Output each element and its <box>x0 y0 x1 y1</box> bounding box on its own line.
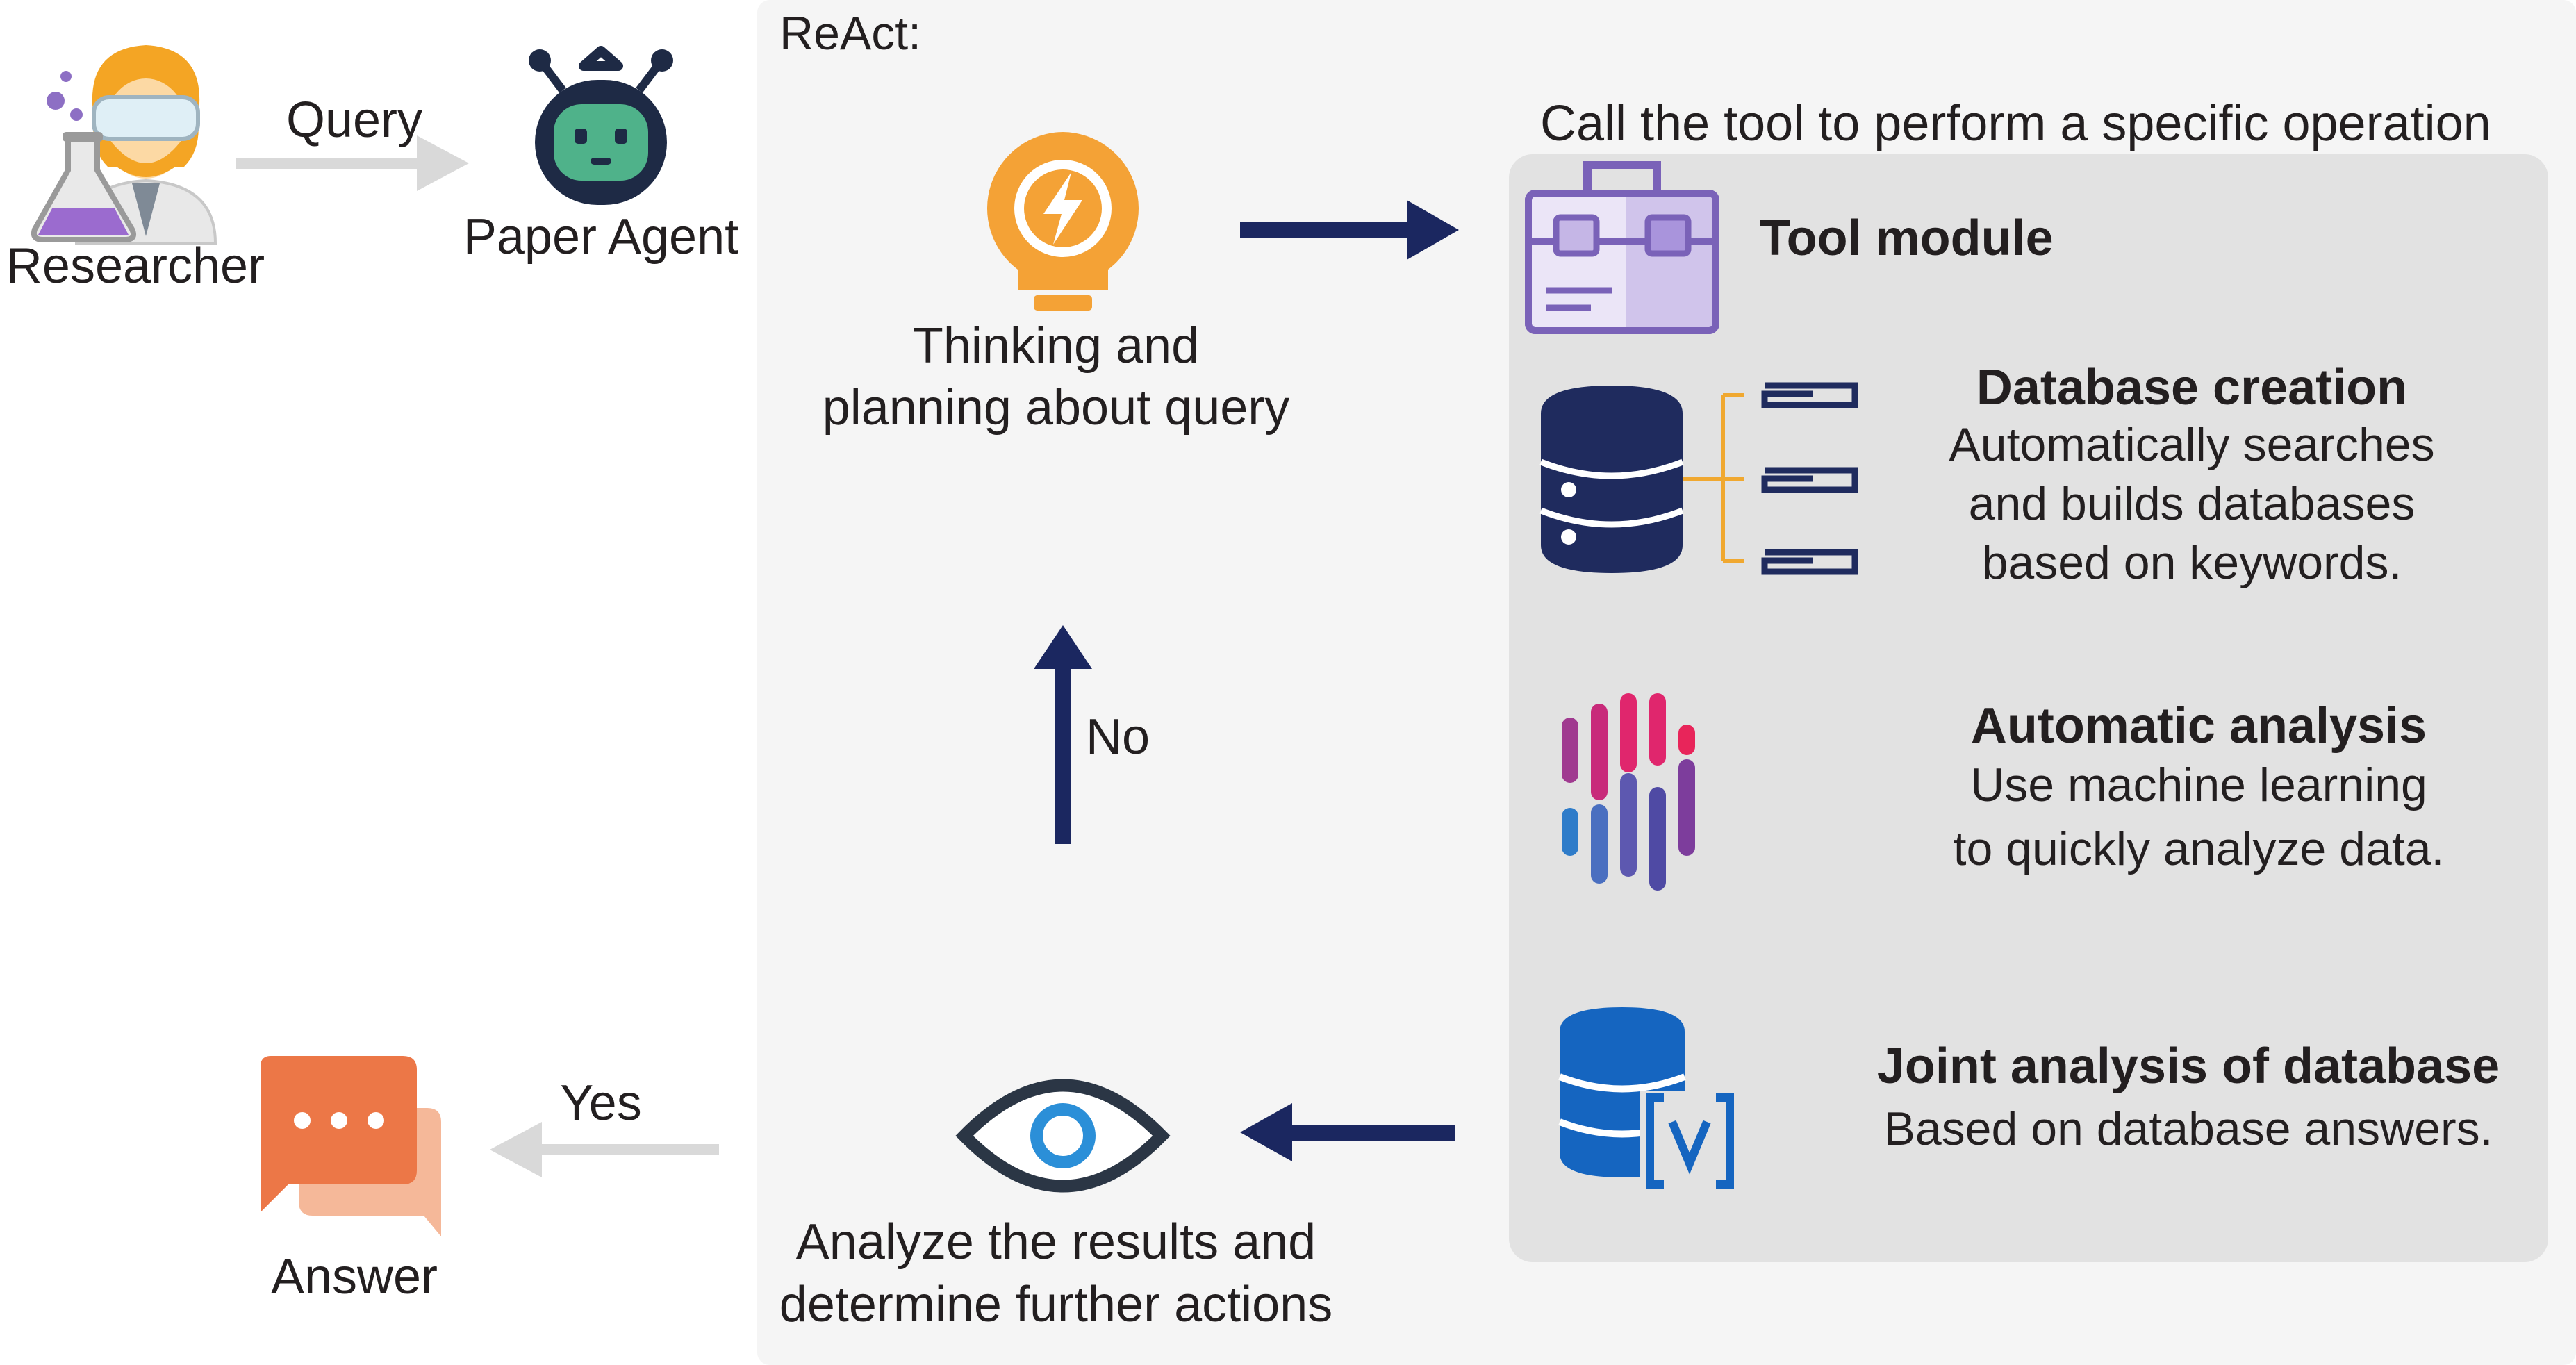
no-label: No <box>1086 709 1150 765</box>
call-tool-label: Call the tool to perform a specific oper… <box>1540 96 2491 151</box>
tool-module-title: Tool module <box>1760 210 2054 266</box>
arrow-to-analyze <box>1240 1103 1455 1161</box>
eye-icon <box>955 1079 1171 1193</box>
lightbulb-icon <box>986 132 1139 311</box>
analyze-line2: determine further actions <box>779 1277 1333 1332</box>
arrow-to-tool-module <box>1240 200 1459 260</box>
researcher-icon <box>31 45 217 245</box>
thinking-line1: Thinking and <box>912 318 1200 374</box>
thinking-line2: planning about query <box>822 380 1290 436</box>
database-creation-line2: and builds databases <box>1968 477 2416 530</box>
answer-label: Answer <box>270 1249 438 1305</box>
researcher-label: Researcher <box>6 238 265 294</box>
query-label: Query <box>286 92 423 148</box>
analyze-line1: Analyze the results and <box>795 1214 1316 1270</box>
automatic-analysis-line1: Use machine learning <box>1970 759 2427 811</box>
answer-chat-icon <box>261 1056 441 1236</box>
yes-label: Yes <box>560 1075 642 1131</box>
joint-analysis-title: Joint analysis of database <box>1876 1039 2500 1094</box>
database-creation-title: Database creation <box>1976 360 2408 415</box>
yes-arrow <box>490 1122 719 1177</box>
automatic-analysis-title: Automatic analysis <box>1970 698 2427 754</box>
robot-icon <box>529 46 673 205</box>
automatic-analysis-line2: to quickly analyze data. <box>1953 822 2445 875</box>
joint-analysis-line1: Based on database answers. <box>1883 1102 2493 1155</box>
arrow-no-loop <box>1034 625 1092 844</box>
database-creation-icon <box>1539 382 1858 575</box>
query-arrow <box>236 135 469 191</box>
react-title: ReAct: <box>779 7 922 60</box>
database-creation-line1: Automatically searches <box>1949 418 2435 471</box>
analysis-bars-icon <box>1562 693 1695 891</box>
database-creation-line3: based on keywords. <box>1981 536 2402 589</box>
toolbox-icon <box>1525 161 1719 334</box>
paper-agent-label: Paper Agent <box>463 209 739 265</box>
joint-database-icon <box>1558 1007 1740 1191</box>
